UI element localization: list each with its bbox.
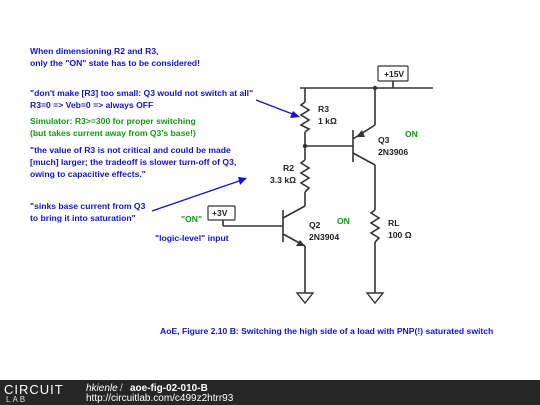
simulator-line-2: (but takes current away from Q3's base!) <box>30 128 196 138</box>
input-source-label: +3V <box>212 208 228 218</box>
arrow-to-r2-head <box>238 177 247 185</box>
q2-part: 2N3904 <box>309 232 339 242</box>
q3-state: ON <box>405 129 418 139</box>
q2-emitter-arrow <box>296 240 305 246</box>
on-input-label: "ON" <box>181 214 202 224</box>
logo-text-bottom: LAB <box>6 395 28 404</box>
wires <box>223 81 433 293</box>
transistor-q2: Q2 2N3904 ON <box>282 200 350 252</box>
supply-tag: +15V <box>377 65 409 82</box>
supply-label: +15V <box>384 69 404 79</box>
intro-line-1: When dimensioning R2 and R3, <box>30 46 158 56</box>
circuit-url-link[interactable]: http://circuitlab.com/c499z2htrr93 <box>86 393 234 404</box>
arrow-to-r3 <box>255 99 296 116</box>
r3-value-line-3: owing to capacitive effects." <box>30 169 146 179</box>
q2-state: ON <box>337 216 350 226</box>
r3-small-line-2: R3=0 => Veb=0 => always OFF <box>30 100 153 110</box>
logo-text-top: CIRCUIT <box>4 382 64 397</box>
annotations: When dimensioning R2 and R3, only the "O… <box>30 46 493 336</box>
resistor-rl: RL 100 Ω <box>369 209 412 243</box>
logic-level-label: "logic-level" input <box>155 233 229 243</box>
ground-rl <box>365 292 385 305</box>
sinks-line-1: "sinks base current from Q3 <box>30 201 146 211</box>
rl-name: RL <box>388 218 399 228</box>
r3-value: 1 kΩ <box>318 116 337 126</box>
r3-value-line-1: "the value of R3 is not critical and cou… <box>30 145 231 155</box>
q3-emitter-arrow <box>356 130 365 137</box>
r3-value-line-2: [much] larger; the tradeoff is slower tu… <box>30 157 236 167</box>
input-source-tag: +3V <box>207 205 236 226</box>
footer-bar: CIRCUIT LAB hkienle / aoe-fig-02-010-B h… <box>0 380 540 405</box>
credit-separator: / <box>120 383 123 394</box>
sinks-line-2: to bring it into saturation" <box>30 213 136 223</box>
r2-value: 3.3 kΩ <box>270 175 296 185</box>
arrow-to-r3-head <box>290 111 300 118</box>
intro-line-2: only the "ON" state has to be considered… <box>30 58 200 68</box>
pointer-arrows <box>151 99 300 212</box>
resistor-r2: R2 3.3 kΩ <box>270 159 311 193</box>
arrow-to-r2 <box>151 179 243 212</box>
resistor-r3: R3 1 kΩ <box>299 101 337 133</box>
rl-value: 100 Ω <box>388 230 412 240</box>
r3-name: R3 <box>318 104 329 114</box>
ground-q2 <box>295 292 315 305</box>
r3-small-line-1: "don't make [R3] too small: Q3 would not… <box>30 88 253 98</box>
circuitlab-logo[interactable]: CIRCUIT LAB <box>4 382 76 404</box>
junction-supply <box>372 85 378 91</box>
author-link[interactable]: hkienle <box>86 383 118 394</box>
junction-q3-base <box>302 143 308 149</box>
circuit-id-link[interactable]: aoe-fig-02-010-B <box>130 383 208 394</box>
r2-name: R2 <box>283 163 294 173</box>
q3-name: Q3 <box>378 135 390 145</box>
figure-caption: AoE, Figure 2.10 B: Switching the high s… <box>160 326 493 336</box>
q3-part: 2N3906 <box>378 147 408 157</box>
transistor-q3: Q3 2N3906 ON <box>352 108 418 172</box>
simulator-line-1: Simulator: R3>=300 for proper switching <box>30 116 196 126</box>
q2-name: Q2 <box>309 220 321 230</box>
